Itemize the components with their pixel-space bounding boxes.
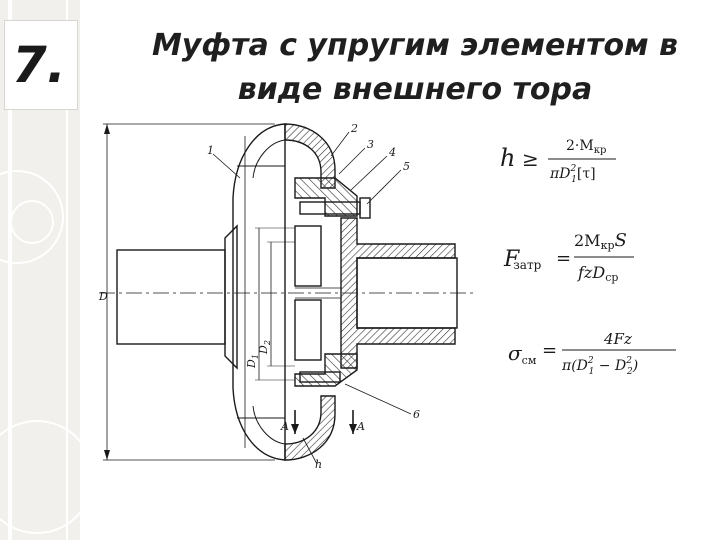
f3-lhs: σсм <box>508 341 537 367</box>
torus-outline <box>232 123 286 461</box>
callout-5: 5 <box>403 160 410 173</box>
decor-stripe <box>66 0 68 540</box>
decor-circle <box>0 420 94 534</box>
left-hub <box>224 224 238 370</box>
callout-3: 3 <box>367 138 374 151</box>
section-marks <box>291 410 357 434</box>
coupling-drawing: 1 2 3 4 5 6 D D1 D2 A A h <box>98 122 475 471</box>
f2-denominator: fzDср <box>577 263 618 284</box>
slide-title: Муфта с упругим элементом в виде внешнег… <box>120 24 710 112</box>
dimension-d <box>103 123 275 461</box>
dim-label-h: h <box>315 458 322 471</box>
f1-rel: ≥ <box>522 147 539 171</box>
f1-numerator: 2·Mкр <box>566 138 606 156</box>
dimensions-d1-d2 <box>255 227 295 381</box>
decor-circle <box>10 200 54 244</box>
callout-6: 6 <box>413 408 420 421</box>
callout-4: 4 <box>388 146 396 159</box>
title-line-2: виде внешнего тора <box>237 72 593 107</box>
decor-stripe <box>8 0 12 540</box>
formula-clamping-force: Fзатр = 2MкрS fzDср <box>503 230 634 284</box>
section-mark-left: A <box>280 420 289 433</box>
f3-rel: = <box>542 340 557 361</box>
callout-2: 2 <box>350 122 358 135</box>
f2-numerator: 2MкрS <box>574 230 627 252</box>
dim-label-d: D <box>98 290 108 303</box>
inner-block-bottom <box>294 299 322 361</box>
inner-block-top <box>294 225 322 287</box>
f2-rel: = <box>556 248 571 269</box>
leader-lines <box>212 131 412 465</box>
bolt-bottom <box>299 371 341 383</box>
title-line-1: Муфта с упругим элементом в <box>151 28 679 63</box>
torus-section-bottom <box>284 395 336 461</box>
f3-numerator: 4Fz <box>603 330 632 348</box>
section-mark-right: A <box>356 420 365 433</box>
callout-1: 1 <box>207 144 214 157</box>
f1-lhs: h <box>500 144 515 172</box>
left-shaft <box>116 249 226 345</box>
slide-number: 7. <box>12 36 66 94</box>
slide-number-box <box>4 20 78 110</box>
f2-lhs: Fзатр <box>503 247 542 272</box>
clamp-ring <box>294 177 358 217</box>
dim-label-d2: D2 <box>257 340 272 355</box>
dim-label-d1: D1 <box>245 354 260 369</box>
